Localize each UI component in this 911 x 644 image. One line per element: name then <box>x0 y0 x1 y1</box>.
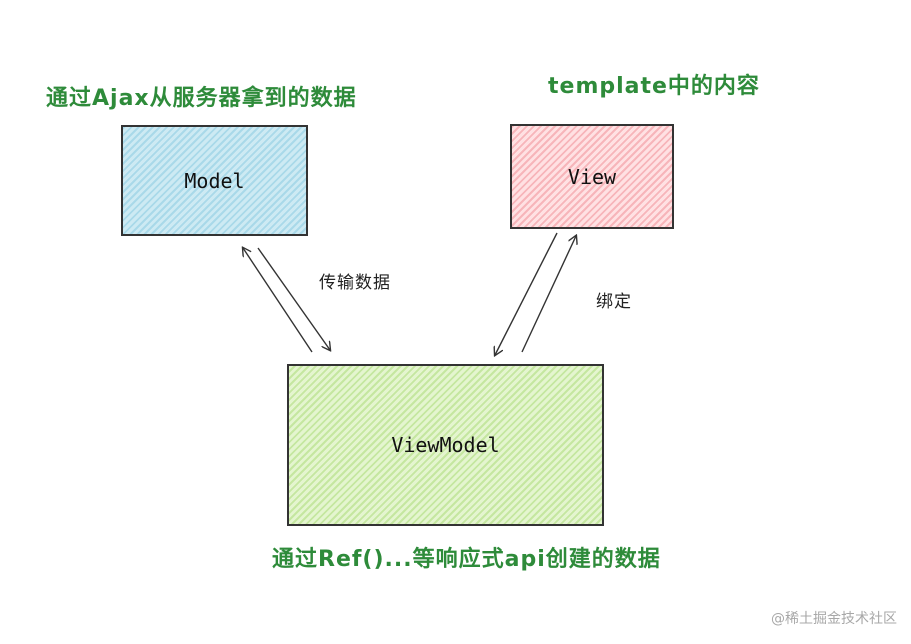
binding-label: 绑定 <box>596 292 632 312</box>
model-caption: 通过Ajax从服务器拿到的数据 <box>46 86 357 111</box>
model-box: Model <box>121 125 308 236</box>
view-box: View <box>510 124 674 229</box>
arrow-viewmodel-to-model <box>243 248 313 353</box>
view-caption: template中的内容 <box>548 74 760 99</box>
viewmodel-label: ViewModel <box>391 433 500 457</box>
arrow-viewmodel-to-view <box>521 236 576 353</box>
arrow-model-to-viewmodel <box>257 247 330 350</box>
watermark: @稀土掘金技术社区 <box>771 611 897 627</box>
viewmodel-caption: 通过Ref()...等响应式api创建的数据 <box>272 547 661 572</box>
view-label: View <box>567 164 617 189</box>
arrow-view-to-viewmodel <box>495 232 558 355</box>
transfer-data-label: 传输数据 <box>319 273 391 293</box>
model-label: Model <box>184 168 245 193</box>
viewmodel-box: ViewModel <box>287 364 604 526</box>
